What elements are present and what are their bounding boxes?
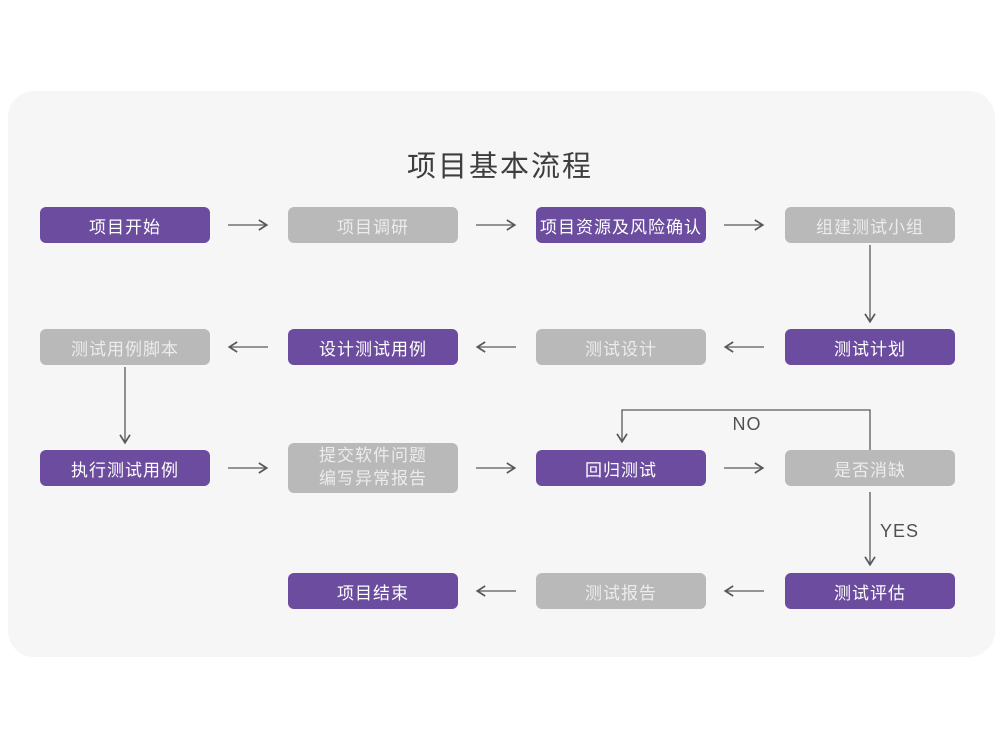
page-title: 项目基本流程 <box>406 151 593 183</box>
flowchart-card <box>8 91 995 657</box>
node-project-research: 项目调研 <box>288 207 458 243</box>
node-build-test-team: 组建测试小组 <box>785 207 955 243</box>
branch-label-no: NO <box>732 414 762 434</box>
node-submit-issues: 提交软件问题 编写异常报告 <box>288 443 458 493</box>
node-test-plan: 测试计划 <box>785 329 955 365</box>
node-regression-test: 回归测试 <box>536 450 706 486</box>
node-defect-cleared: 是否消缺 <box>785 450 955 486</box>
node-test-case-script: 测试用例脚本 <box>40 329 210 365</box>
node-design-test-case: 设计测试用例 <box>288 329 458 365</box>
node-resources-risk: 项目资源及风险确认 <box>536 207 706 243</box>
node-test-report: 测试报告 <box>536 573 706 609</box>
node-test-design: 测试设计 <box>536 329 706 365</box>
node-execute-test-case: 执行测试用例 <box>40 450 210 486</box>
node-project-end: 项目结束 <box>288 573 458 609</box>
node-project-start: 项目开始 <box>40 207 210 243</box>
node-test-evaluation: 测试评估 <box>785 573 955 609</box>
branch-label-yes: YES <box>880 521 920 541</box>
